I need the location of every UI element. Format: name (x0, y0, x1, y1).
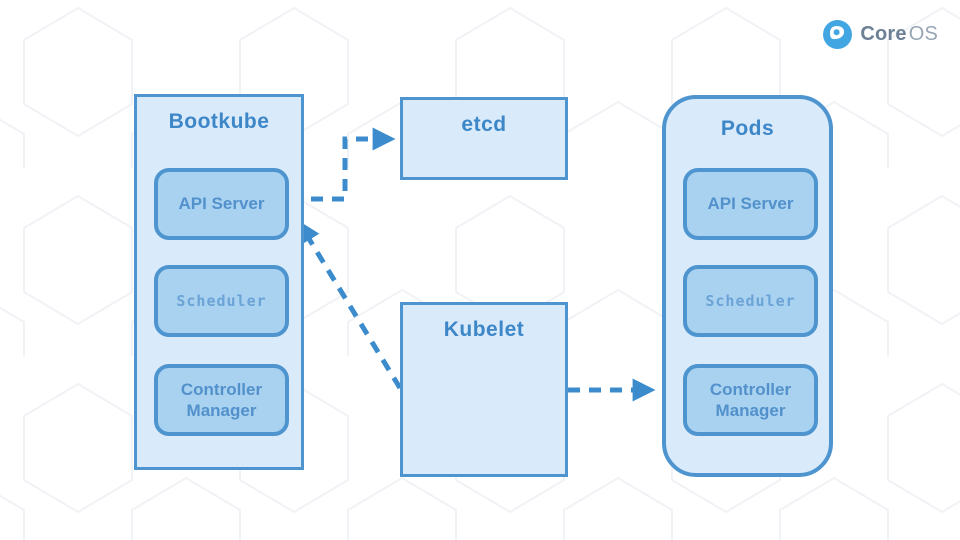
node-kubelet-title: Kubelet (443, 318, 525, 341)
node-bootkube: Bootkube API Server Scheduler Controller… (134, 94, 304, 470)
node-pods-scheduler-label: Scheduler (705, 291, 796, 310)
edge-apiserver-to-etcd (290, 127, 396, 202)
node-kubelet: Kubelet (400, 302, 568, 477)
node-bootkube-controller-manager-label: Controller Manager (180, 379, 263, 420)
node-bootkube-scheduler-label: Scheduler (176, 291, 267, 310)
node-pods-controller-manager-label: Controller Manager (709, 379, 792, 420)
edge-kubelet-to-apiserver (297, 220, 403, 390)
node-pods-api-server-label: API Server (707, 194, 794, 214)
node-bootkube-api-server-label: API Server (178, 194, 265, 214)
node-pods-scheduler: Scheduler (683, 265, 818, 337)
node-pods: Pods API Server Scheduler Controller Man… (662, 95, 833, 477)
node-bootkube-title: Bootkube (168, 110, 270, 133)
node-pods-api-server: API Server (683, 168, 818, 240)
node-pods-controller-manager: Controller Manager (683, 364, 818, 436)
logo-text-os: OS (908, 23, 938, 45)
coreos-circle-icon (823, 20, 853, 49)
node-etcd: etcd (400, 97, 568, 180)
node-bootkube-controller-manager: Controller Manager (154, 364, 289, 436)
node-bootkube-scheduler: Scheduler (154, 265, 289, 337)
node-pods-title: Pods (720, 117, 775, 140)
node-etcd-title: etcd (461, 113, 507, 136)
logo-text-core: Core (860, 23, 907, 45)
node-bootkube-api-server: API Server (154, 168, 289, 240)
